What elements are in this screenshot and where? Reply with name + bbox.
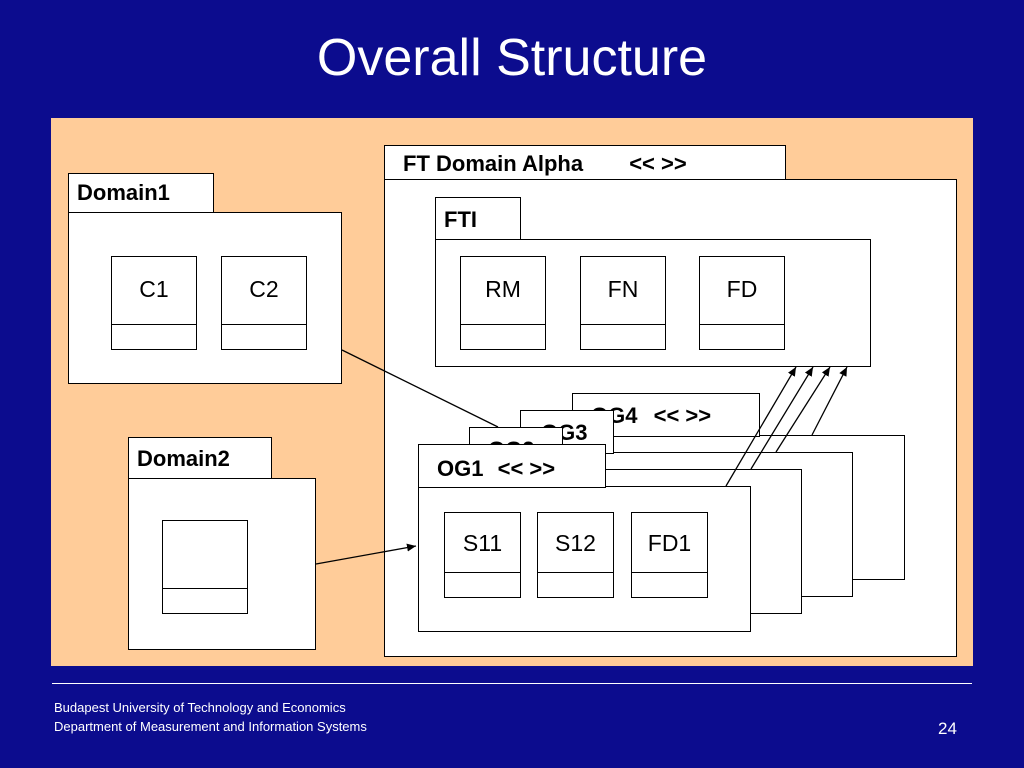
- class-fn: FN: [580, 256, 666, 350]
- og1-stereotype: << >>: [497, 456, 556, 481]
- class-c2-name: C2: [222, 257, 306, 325]
- og1-tab: OG1 << >>: [418, 444, 606, 488]
- domain2-label: Domain2: [137, 446, 230, 471]
- class-fd-name: FD: [700, 257, 784, 325]
- class-rm-name: RM: [461, 257, 545, 325]
- og1-to-fti-arrow: [725, 366, 797, 487]
- domain1-label: Domain1: [77, 180, 170, 205]
- ft-domain-label: FT Domain Alpha: [403, 151, 584, 176]
- class-c1-name: C1: [112, 257, 196, 325]
- og3-to-fti-arrow: [775, 366, 831, 453]
- class-s12-name: S12: [538, 513, 613, 573]
- class-fd: FD: [699, 256, 785, 350]
- fti-tab: FTI: [435, 197, 521, 241]
- footer-divider: [52, 683, 972, 684]
- og2-to-fti-arrow: [750, 366, 814, 470]
- fti-label: FTI: [444, 207, 477, 232]
- og4-stereotype: << >>: [653, 403, 712, 428]
- class-s12: S12: [537, 512, 614, 598]
- class-fd1-name: FD1: [632, 513, 707, 573]
- domain2-class: [162, 520, 248, 614]
- domain2-to-og1-arrow: [315, 543, 417, 565]
- class-s11: S11: [444, 512, 521, 598]
- og4-to-fti-arrow: [811, 366, 848, 436]
- ft-domain-tab: FT Domain Alpha << >>: [384, 145, 786, 181]
- page-number: 24: [938, 719, 957, 738]
- class-fn-name: FN: [581, 257, 665, 325]
- class-c1: C1: [111, 256, 197, 350]
- footer-department: Department of Measurement and Informatio…: [54, 719, 367, 734]
- domain2-class-name: [163, 521, 247, 589]
- og1-label: OG1: [437, 456, 484, 481]
- class-s11-name: S11: [445, 513, 520, 573]
- domain1-link-line: [341, 349, 499, 428]
- class-c2: C2: [221, 256, 307, 350]
- domain2-tab: Domain2: [128, 437, 272, 479]
- ft-domain-stereotype: << >>: [629, 151, 687, 176]
- class-rm: RM: [460, 256, 546, 350]
- domain1-tab: Domain1: [68, 173, 214, 213]
- class-fd1: FD1: [631, 512, 708, 598]
- footer-university: Budapest University of Technology and Ec…: [54, 700, 346, 715]
- slide-title: Overall Structure: [316, 29, 708, 87]
